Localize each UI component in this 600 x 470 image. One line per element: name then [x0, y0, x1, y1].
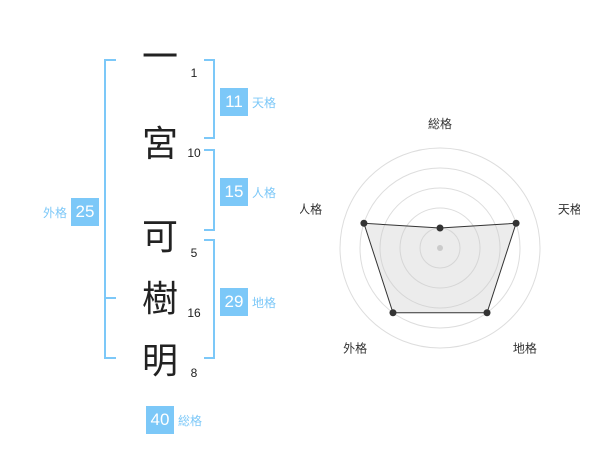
- radar-ring: [359, 167, 521, 329]
- gaikaku-value: 25: [71, 198, 99, 226]
- kanji-char-4: 樹: [141, 279, 178, 320]
- radar-ring: [379, 187, 501, 309]
- tenkaku-value: 11: [220, 88, 248, 116]
- radar-axis-label-3: 地格: [513, 340, 537, 355]
- radar-ring: [339, 147, 541, 349]
- soukaku-badge: 40 総格: [146, 406, 202, 434]
- chikaku-value: 29: [220, 288, 248, 316]
- radar-point-5: [360, 219, 368, 227]
- radar-center-dot: [437, 245, 443, 251]
- kanji-char-5: 明: [141, 341, 178, 382]
- jinkaku-badge: 15 人格: [220, 178, 276, 206]
- soukaku-value: 40: [146, 406, 174, 434]
- kanji-char-1: 一: [141, 37, 178, 78]
- tenkaku-label: 天格: [252, 95, 277, 110]
- radar-point-4: [389, 309, 397, 317]
- stroke-count-1: 1: [190, 66, 198, 80]
- kanji-char-2: 宮: [141, 124, 178, 165]
- radar-grid: [339, 147, 541, 349]
- stroke-count-3: 5: [190, 246, 198, 260]
- soukaku-label: 総格: [178, 413, 203, 428]
- jinkaku-label: 人格: [252, 185, 277, 200]
- radar-axis-label-4: 外格: [343, 340, 367, 355]
- radar-point-1: [436, 224, 444, 232]
- radar-axis-label-2: 天格: [558, 202, 580, 217]
- chikaku-badge: 29 地格: [220, 288, 276, 316]
- jinkaku-value: 15: [220, 178, 248, 206]
- radar-point-3: [483, 309, 491, 317]
- chikaku-bracket: [204, 239, 215, 359]
- gaikaku-badge: 25 外格: [43, 198, 99, 226]
- tenkaku-badge: 11 天格: [220, 88, 276, 116]
- gaikaku-label: 外格: [42, 205, 67, 220]
- radar-series-polygon: [363, 222, 517, 314]
- stroke-count-2: 10: [187, 146, 201, 160]
- tenkaku-bracket: [204, 59, 215, 139]
- grade-brackets: [104, 59, 215, 359]
- stroke-count-4: 16: [187, 306, 201, 320]
- radar-ring: [399, 207, 481, 289]
- radar-axis-label-5: 人格: [300, 202, 322, 217]
- chikaku-label: 地格: [252, 295, 277, 310]
- gaikaku-bracket: [104, 59, 116, 359]
- radar-point-2: [512, 219, 520, 227]
- radar-axis-label-1: 総格: [428, 116, 452, 131]
- jinkaku-bracket: [204, 149, 215, 231]
- kanji-char-3: 可: [141, 217, 178, 258]
- stroke-count-5: 8: [190, 366, 198, 380]
- radar-series: [360, 219, 520, 317]
